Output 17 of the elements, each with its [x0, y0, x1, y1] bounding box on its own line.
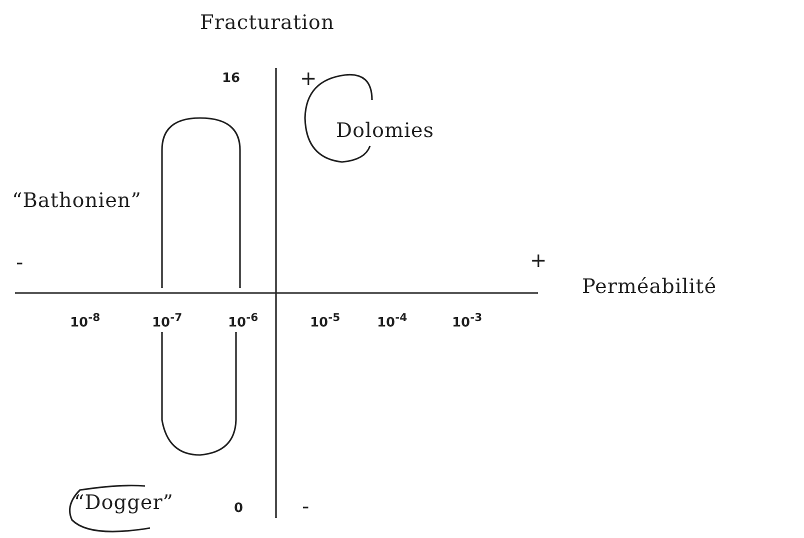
tick-label: 10$^{-8}$ [70, 313, 100, 330]
sign-label: + [530, 250, 547, 270]
sign-label: - [302, 496, 310, 516]
tick-label: 10$^{-5}$ [310, 313, 340, 330]
tick-label: 10$^{-3}$ [452, 313, 482, 330]
axis-title: Fracturation [200, 12, 334, 32]
tick-label: 10$^{-6}$ [228, 313, 258, 330]
tick-label: 10$^{-4}$ [377, 313, 408, 330]
region-label: “Bathonien” [12, 190, 142, 210]
tick-label: 0 [234, 502, 244, 515]
sign-label: + [300, 68, 317, 88]
region-label: Dolomies [336, 120, 434, 140]
axis-title: Perméabilité [582, 276, 717, 296]
tick-label: 10$^{-7}$ [152, 313, 182, 330]
sign-label: - [16, 252, 24, 272]
region-label: “Dogger” [74, 492, 174, 512]
tick-label: 16 [222, 72, 240, 85]
